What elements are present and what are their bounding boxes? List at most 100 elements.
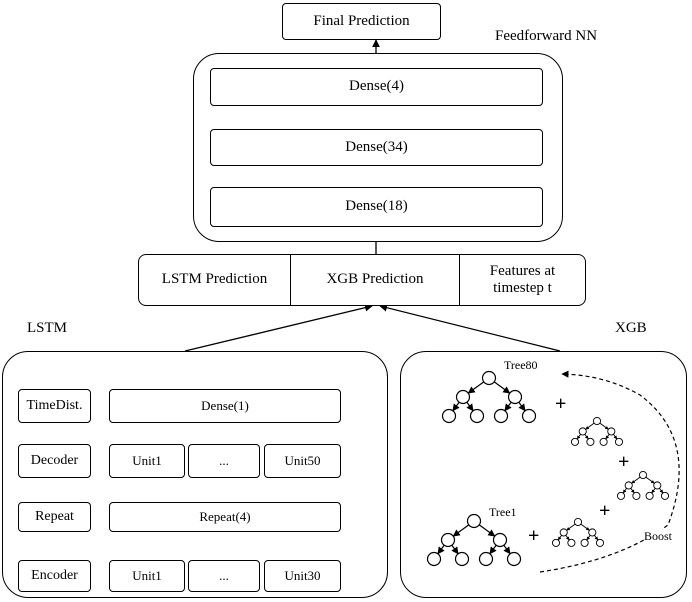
dense34-layer: Dense(34) [210,129,543,166]
dense1-layer: Dense(1) [109,389,341,423]
tree-edge [631,476,641,484]
tree-node [653,481,662,490]
tree-edge [630,488,635,494]
tree-node [660,491,670,500]
row-label-encoder: Encoder [18,560,91,592]
tree-node [573,517,583,527]
tree-edge [566,523,576,531]
tree-node [559,528,568,537]
tree-node [441,408,457,424]
tree-node [595,538,605,547]
tree-edge [565,535,570,541]
decoder-unit-first: Unit1 [109,444,185,478]
tree-edge [605,434,610,440]
decoder-unit-ellipsis: ... [188,444,260,478]
tree-small-1 [570,416,624,446]
tree-edge [452,401,460,412]
lstm-prediction-box: LSTM Prediction [138,254,291,306]
tree-node [578,427,587,436]
tree-edge [613,434,618,440]
tree-edge [580,523,590,531]
tree-edge [645,476,655,484]
row-label-repeat: Repeat [18,502,91,532]
arrow-lstm-to-xgb-pred [184,303,373,352]
xgb-container [400,351,687,598]
tree-edge [478,524,496,537]
decoder-unit-last: Unit50 [264,444,341,478]
tree-node [481,370,497,386]
xgb-prediction-box: XGB Prediction [290,254,460,306]
tree-node [586,437,595,446]
tree-edge [489,544,497,555]
tree-edge [557,535,562,541]
tree-edge [452,524,470,537]
tree-node [506,551,522,567]
tree-node [570,437,580,446]
plus-sign-1: + [555,393,567,415]
boost-curve [539,370,680,573]
xgb-title: XGB [615,320,647,336]
arrow-xgb-to-xgb-pred [379,303,561,352]
tree-node [580,538,589,547]
tree-node [469,408,485,424]
tree-node [588,528,597,537]
boost-label: Boost [644,529,673,544]
tree-small-3 [551,517,605,547]
tree-edge [518,401,526,412]
tree-node [466,513,482,529]
tree-edge [493,381,511,394]
tree-edge [466,401,474,412]
tree-node [426,551,442,567]
tree80 [441,370,537,424]
tree-node [492,532,508,548]
tree-edge [576,434,581,440]
tree-node [632,491,641,500]
tree-edge [622,488,627,494]
dense18-layer: Dense(18) [210,187,543,227]
tree-edge [586,535,591,541]
tree-edge [659,488,664,494]
tree-edge [584,434,589,440]
tree-small-2 [616,470,670,500]
lstm-title: LSTM [27,320,68,336]
row-label-decoder: Decoder [18,444,91,478]
tree-edge [503,544,511,555]
tree-edge [585,422,595,430]
tree-node [493,408,509,424]
encoder-unit-first: Unit1 [109,560,185,592]
row-label-timedist: TimeDist. [18,389,91,423]
tree1-label: Tree1 [489,505,517,519]
tree-node [440,532,456,548]
plus-sign-4: + [528,525,540,547]
tree-node [478,551,494,567]
encoder-unit-ellipsis: ... [188,560,260,592]
tree-node [521,408,537,424]
tree-edge [467,381,485,394]
tree-edge [599,422,609,430]
tree-edge [594,535,599,541]
plus-sign-3: + [599,500,611,522]
tree-node [599,437,608,446]
dense4-layer: Dense(4) [210,68,543,106]
tree-node [624,481,633,490]
features-box: Features at timestep t [459,254,586,306]
plus-sign-2: + [618,451,630,473]
xgb-trees [426,370,670,567]
tree-node [567,538,576,547]
tree-node [616,491,626,500]
tree-node [592,416,602,426]
tree-edge [437,544,445,555]
final-prediction-box: Final Prediction [282,3,441,40]
tree-node [454,551,470,567]
repeat4-layer: Repeat(4) [109,502,341,532]
tree-edge [504,401,512,412]
tree-node [551,538,561,547]
tree-edge [651,488,656,494]
tree-node [607,427,616,436]
tree-node [455,389,471,405]
tree1 [426,513,522,567]
tree-node [638,470,648,480]
tree-node [614,437,624,446]
tree-node [507,389,523,405]
tree-node [645,491,654,500]
